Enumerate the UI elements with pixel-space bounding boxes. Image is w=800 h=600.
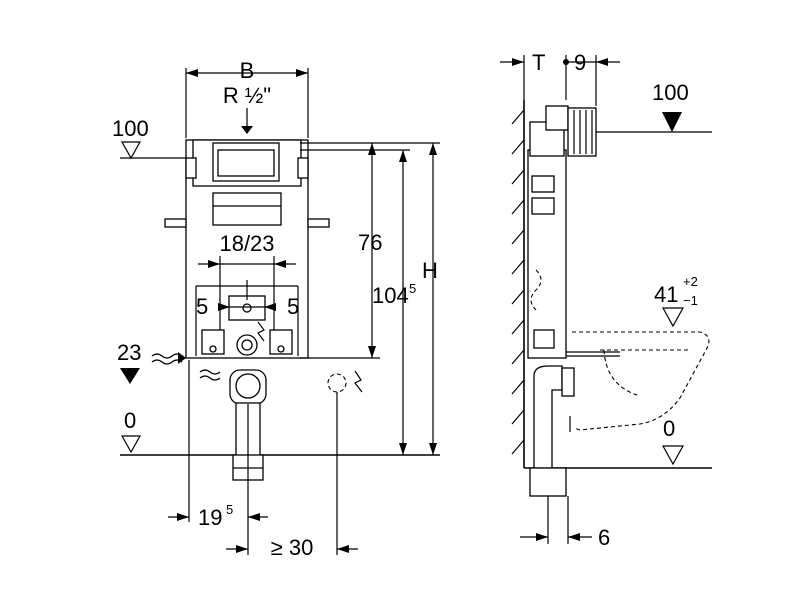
side-level-marker-0: 0 [661, 416, 685, 466]
height-104-label: 104 [372, 283, 409, 308]
dim-6: 6 [520, 496, 610, 550]
level-marker-23: 23 [117, 340, 141, 384]
electrical-point [327, 370, 363, 555]
level-marker-0: 0 [120, 408, 142, 454]
dim-6-label: 6 [598, 525, 610, 550]
side-view: T 9 100 41 +2 −1 0 6 [500, 50, 712, 550]
front-level-100: 100 [112, 116, 149, 141]
supply-arrow [241, 108, 253, 134]
height-dimensions: 76 104 5 H [300, 142, 440, 455]
height-104-sup: 5 [409, 281, 416, 296]
level-marker-100: 100 [112, 116, 186, 160]
side-drain-elbow [529, 365, 575, 497]
front-level-0: 0 [124, 408, 136, 433]
width-label: B [240, 58, 255, 83]
offset-right-label: 5 [287, 294, 299, 319]
wall-section [511, 100, 525, 468]
offset-dimensions: 5 5 [196, 294, 299, 319]
dim-19-5: 19 5 [168, 360, 268, 530]
dim-min-30: ≥ 30 [226, 522, 358, 560]
front-view: B R ½" 100 23 0 18/23 [112, 58, 440, 560]
height-h-label: H [422, 258, 438, 283]
bowl-tol-plus: +2 [683, 274, 698, 289]
offset-left-label: 5 [196, 294, 208, 319]
height-76-label: 76 [358, 230, 382, 255]
depth-9-label: 9 [574, 50, 586, 75]
width-dimension: B [185, 58, 309, 138]
supply-size-label: R ½" [223, 83, 271, 108]
dim-19-label: 19 [198, 505, 222, 530]
inlet-spacing-label: 18/23 [219, 231, 274, 256]
frame-body [164, 139, 330, 359]
side-level-100: 100 [652, 80, 689, 105]
side-level-marker-100: 100 [596, 80, 712, 133]
side-level-0: 0 [663, 416, 675, 441]
dim-30-label: ≥ 30 [271, 535, 314, 560]
dim-19-sup: 5 [226, 502, 233, 517]
depth-dimension: T 9 [500, 50, 620, 106]
wc-bowl-outline [569, 331, 710, 432]
inlet-spacing-dimension: 18/23 [198, 231, 296, 330]
front-level-23: 23 [117, 340, 141, 365]
frame-side-profile [527, 105, 620, 359]
bowl-height-marker: 41 +2 −1 [654, 274, 698, 328]
water-inlet-symbol [151, 352, 221, 381]
bowl-height-label: 41 [654, 282, 678, 307]
bowl-tol-minus: −1 [683, 293, 698, 308]
depth-t-label: T [532, 50, 545, 75]
